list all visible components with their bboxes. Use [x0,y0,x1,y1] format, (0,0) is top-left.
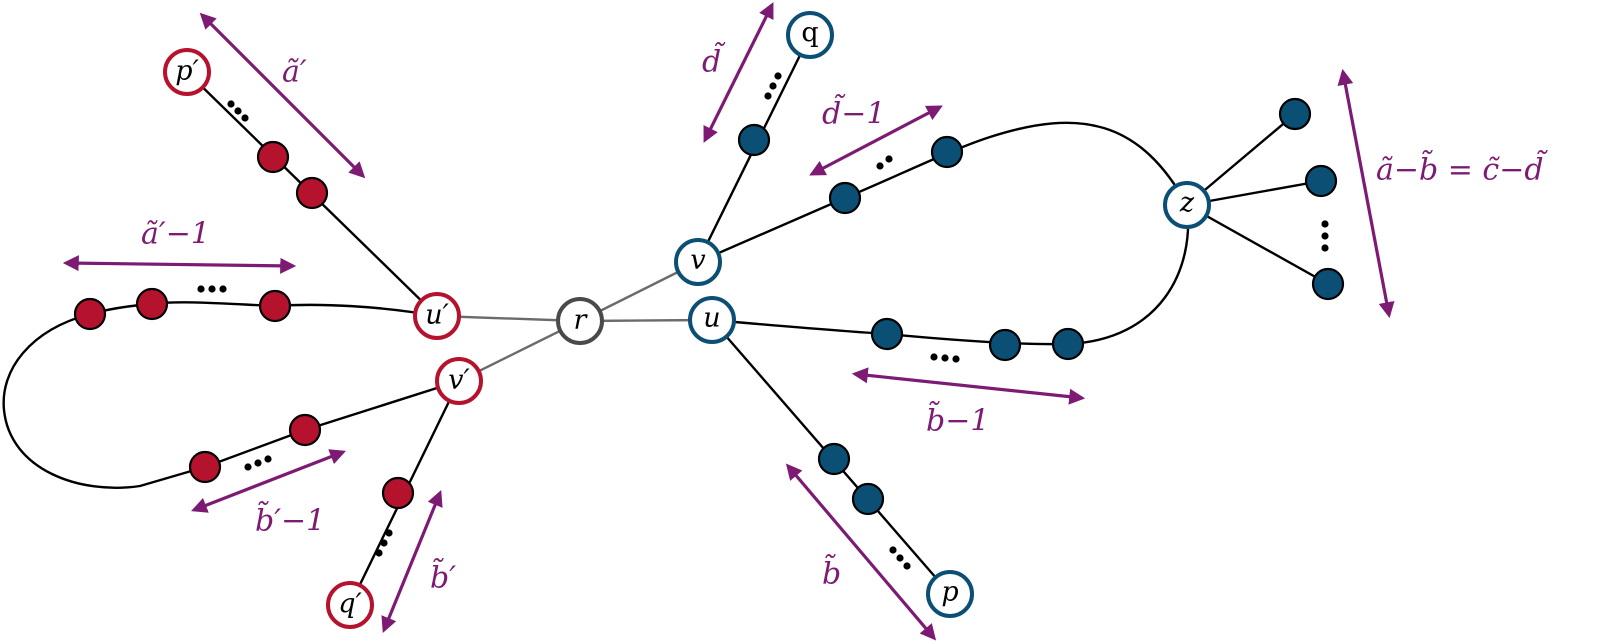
node-pprime: p′ [163,48,211,96]
label-pprime: p′ [175,56,198,87]
label-vprime: v′ [448,365,469,396]
dots-top-loop [197,285,227,293]
ann-b-tilde-prime: b̃′ [430,558,456,596]
dots-p-path [889,546,911,570]
label-z: z [1179,188,1195,219]
ann-b-tilde-prime-minus-1: b̃′−1 [255,501,325,539]
blue-nodes [737,97,1345,516]
arrow-a-tilde-prime-minus-1 [62,255,297,274]
node-uprime: u′ [413,292,461,340]
path-v-z [697,121,1189,264]
ann-b-tilde: b̃ [822,554,841,592]
node-red [73,297,107,331]
node-blue [1304,164,1338,198]
node-vprime: v′ [435,357,483,405]
arrow-a-tilde-prime [199,12,366,179]
arrow-b-tilde-prime [381,490,443,633]
node-red [295,176,329,210]
loop-uprime-vprime [2,301,460,489]
dots-lower-arc [930,353,960,363]
node-red [381,476,415,510]
dots-z-leaves [1321,220,1329,252]
arrow-d-tilde [703,2,774,143]
arrow-b-tilde-prime-minus-1 [191,449,346,513]
node-blue [930,135,964,169]
label-q: q [801,18,818,49]
ann-a-tilde-prime: ã′ [282,55,307,90]
labeled-nodes: r u v u′ v′ p q p′ [163,11,1211,629]
arrow-b-tilde-minus-1 [851,367,1086,405]
node-blue [988,328,1022,362]
node-blue [870,317,904,351]
arrow-equation [1337,68,1395,319]
left-edges [2,71,461,606]
node-v: v [674,238,722,286]
dots-bottom-loop [244,455,272,471]
node-red [135,287,169,321]
node-blue [817,442,851,476]
right-edges [696,34,1329,595]
dots-upper-arc [876,155,893,170]
ann-a-tilde-prime-minus-1: ã′−1 [141,217,210,252]
annotation-labels: ã′ ã′−1 b̃′−1 b̃′ d̃ d̃−1 b̃−1 b̃ ã−b̃ =… [141,42,1549,596]
node-qprime: q′ [326,581,374,629]
label-u: u [703,303,720,334]
arrow-b-tilde [785,463,937,641]
dots-pprime-path [227,100,249,122]
node-blue [737,123,771,157]
node-red [188,450,222,484]
ann-equation: ã−b̃ = c̃−d̃ [1376,150,1549,188]
edge-z-leaf3 [1186,203,1329,286]
label-qprime: q′ [338,589,361,620]
node-blue [828,181,862,215]
node-blue [1051,327,1085,361]
node-q: q [786,11,834,59]
node-red [258,289,292,323]
label-r: r [574,305,589,336]
label-p: p [941,577,958,608]
label-uprime: u′ [425,300,449,331]
node-blue [1278,97,1312,131]
measure-arrows [62,2,1395,641]
node-blue [851,482,885,516]
node-z: z [1163,181,1211,229]
node-blue [1311,267,1345,301]
ann-b-tilde-minus-1: b̃−1 [926,401,989,439]
arrow-d-tilde-minus-1 [809,105,943,176]
node-r: r [556,297,604,345]
node-u: u [688,296,736,344]
node-p: p [926,570,974,618]
node-red [256,140,290,174]
label-v: v [690,245,705,276]
ann-d-tilde-minus-1: d̃−1 [822,94,885,132]
node-red [288,413,322,447]
ann-d-tilde: d̃ [702,42,726,80]
